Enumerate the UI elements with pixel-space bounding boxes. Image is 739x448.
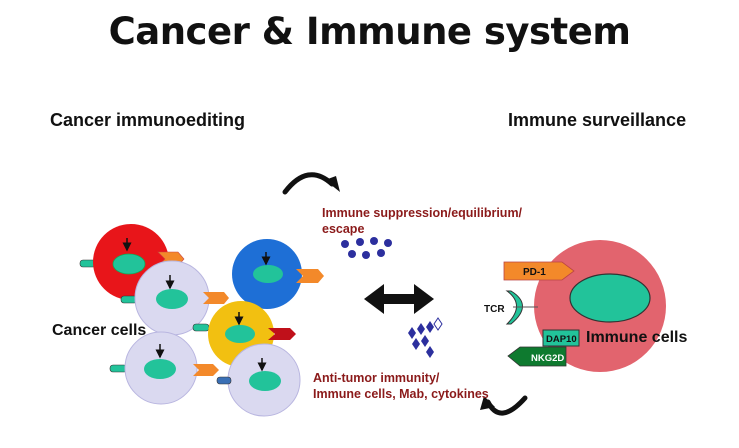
- antitumor-label: Anti-tumor immunity/ Immune cells, Mab, …: [313, 371, 489, 401]
- suppression-label: Immune suppression/equilibrium/ escape: [322, 206, 523, 236]
- tcr-label: TCR: [484, 304, 505, 315]
- slide-title: Cancer & Immune system: [108, 10, 631, 53]
- curved-arrow-bottom: [480, 395, 528, 416]
- nkg2d-label: NKG2D: [531, 353, 564, 364]
- cancer-cell-pale-bottom-left: [109, 331, 219, 405]
- pd1-receptor: [503, 261, 575, 281]
- curved-arrow-top: [282, 172, 340, 195]
- cancer-cell-pale-top: [120, 260, 229, 336]
- tcr-receptor: [505, 290, 538, 325]
- double-arrow: [364, 284, 434, 314]
- antitumor-molecules: [408, 317, 443, 358]
- immune-surveillance-heading: Immune surveillance: [508, 110, 687, 130]
- cancer-cell-blue: [232, 239, 324, 310]
- dap10-receptor: [542, 329, 580, 347]
- dap10-label: DAP10: [546, 334, 577, 345]
- immune-cells-label: Immune cells: [586, 329, 688, 346]
- cancer-cells-label: Cancer cells: [52, 322, 147, 339]
- cancer-immunoediting-heading: Cancer immunoediting: [50, 110, 246, 130]
- cancer-cell-pale-bottom-right: [216, 343, 301, 417]
- nkg2d-receptor: [507, 346, 567, 367]
- pd1-label: PD-1: [523, 267, 546, 278]
- suppression-molecules: [341, 237, 392, 259]
